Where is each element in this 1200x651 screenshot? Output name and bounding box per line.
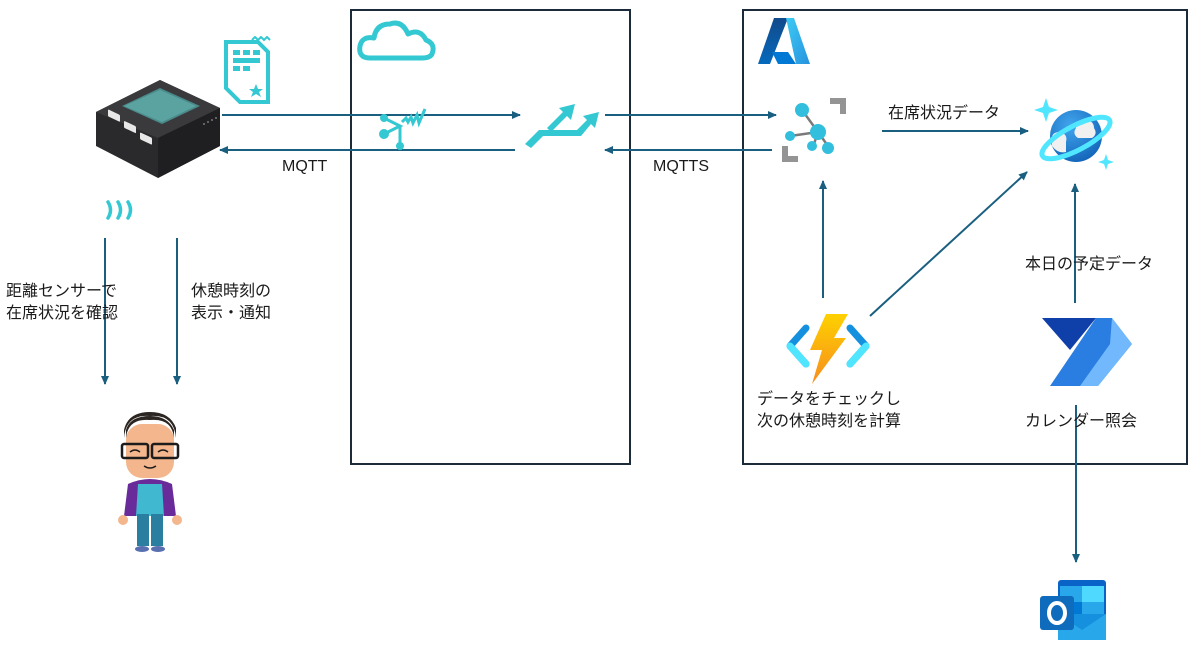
- soracom-gateway-icon: [379, 108, 427, 150]
- schedule-data-label: 本日の予定データ: [1025, 254, 1154, 273]
- power-automate-label: カレンダー照会: [1025, 411, 1138, 430]
- azure-logo-icon: [758, 18, 810, 64]
- cloud-box: [350, 9, 631, 465]
- azure-cosmos-db-icon: [1034, 98, 1114, 170]
- m5stack-device-icon: [96, 80, 220, 178]
- power-automate-icon: [1042, 318, 1132, 386]
- distance-sensor-waves-icon: [106, 200, 133, 220]
- sensor-label: 距離センサーで 在席状況を確認: [6, 281, 119, 322]
- user-avatar-icon: [118, 412, 182, 552]
- mqtt-label: MQTT: [282, 158, 328, 175]
- soracom-beam-icon: [525, 104, 599, 148]
- functions-label: データをチェックし 次の休憩時刻を計算: [757, 389, 902, 430]
- azure-iot-hub-icon: [782, 98, 846, 162]
- mqtts-label: MQTTS: [653, 158, 709, 175]
- arrow-functions-to-cosmos: [869, 171, 1028, 317]
- sim-card-icon: [224, 36, 271, 104]
- presence-data-label: 在席状況データ: [888, 103, 1001, 122]
- azure-functions-icon: [786, 314, 870, 384]
- outlook-icon: [1040, 580, 1106, 640]
- notify-label: 休憩時刻の 表示・通知: [191, 281, 272, 322]
- cloud-icon: [357, 20, 436, 61]
- azure-box: [742, 9, 1188, 465]
